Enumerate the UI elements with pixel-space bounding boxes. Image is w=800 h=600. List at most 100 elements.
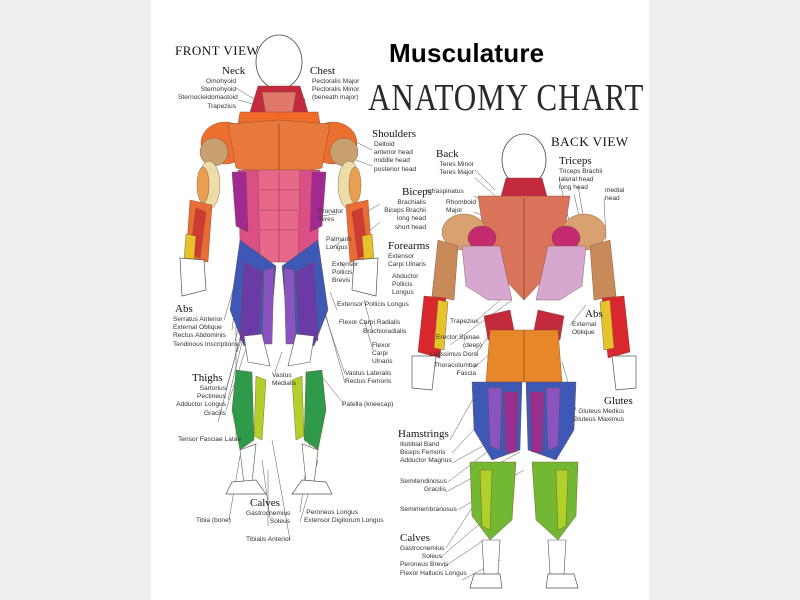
label-extensor-pollicis-longus: Extensor Pollicis Longus — [337, 301, 409, 308]
label-peroneus-longus: Peroneus Longus — [306, 509, 358, 516]
thighs-labels: Sartorius Pectineus Adductor Longus Grac… — [170, 385, 226, 418]
chart-title: Musculature — [389, 38, 545, 68]
label-tibia: Tibia (bone) — [196, 517, 231, 524]
label-extensor-digitorum-longus: Extensor Digitorum Longus — [304, 517, 384, 525]
vastus-lateralis-labels: Vastus Lateralis Rectus Femoris — [345, 370, 391, 386]
thighs-group-title: Thighs — [192, 372, 223, 384]
medial-head-labels: medial head — [605, 187, 625, 203]
label-peroneus-brevis: Peroneus Brevis — [400, 561, 449, 569]
label-carpi-ulnaris: Carpi Ulnaris — [388, 261, 427, 269]
label-soleus-front: Soleus — [269, 518, 290, 526]
label-trapezius-back: Trapezius — [450, 318, 479, 325]
label-anterior-head: anterior head — [374, 149, 413, 157]
label-serratus-anterior: Serratus Anterior — [173, 316, 223, 323]
label-tendinous-inscriptions: Tendinous Inscriptions — [173, 340, 239, 348]
label-lateral-head: lateral head — [559, 176, 594, 184]
calves-back-group-title: Calves — [400, 532, 430, 544]
label-brachioradialis: Brachioradialis — [363, 328, 407, 335]
ext-pollicis-brevis-labels: Extensor Pollicis Brevis — [332, 261, 359, 285]
rhomboid-labels: Rhomboid Major — [446, 199, 477, 215]
label-gluteus-maximus: Gluteus Maximus — [573, 416, 624, 424]
label-beneath-major: (beneath major) — [312, 94, 359, 102]
label-flexor-carpi-radialis: Flexor Carpi Radialis — [339, 319, 401, 326]
label-rectus-abdominis: Rectus Abdominis — [173, 332, 226, 340]
calves-back-labels: Gastrocnemius Soleus Peroneus Brevis Fle… — [400, 545, 467, 578]
label-semimembranosus: Semimembranosus — [400, 506, 457, 513]
label-long-head-triceps: long head — [559, 184, 588, 192]
label-pectoralis-major: Pectoralis Major — [312, 78, 360, 85]
back-group-title: Back — [436, 148, 459, 160]
chart-subtitle: ANATOMY CHART — [368, 77, 645, 119]
forearms-group-title: Forearms — [388, 240, 430, 252]
hamstrings-labels: Iliotibial Band Biceps Femoris Adductor … — [400, 441, 452, 466]
label-longus: Longus — [326, 244, 348, 252]
chest-labels: Pectoralis Major Pectoralis Minor (benea… — [312, 78, 359, 103]
front-figure — [179, 34, 379, 495]
hamstrings-group-title: Hamstrings — [398, 428, 449, 440]
abs-front-labels: Serratus Anterior External Oblique Rectu… — [173, 316, 238, 349]
shoulders-labels: Deltoid anterior head middle head poster… — [374, 141, 416, 174]
abs-back-group-title: Abs — [585, 308, 603, 320]
label-posterior-head: posterior head — [374, 165, 417, 173]
label-tensor-fasciae-latae: Tensor Fasciae Latae — [178, 436, 242, 443]
label-triceps-brachii: Triceps Brachii — [559, 168, 603, 175]
label-rectus-femoris: Rectus Femoris — [345, 378, 392, 386]
label-gracilis-back: Gracilis — [424, 486, 446, 494]
label-tibialis-anterior: Tibialis Anterior — [246, 536, 291, 543]
label-flexor-hallucis-longus: Flexor Hallucis Longus — [400, 569, 467, 577]
label-palmaris: Palmaris — [326, 236, 352, 243]
label-teres: Teres — [318, 216, 335, 224]
label-pectineus: Pectineus — [197, 393, 226, 401]
neck-labels: Omohyoid Sternohyoid Sternocleidomastoid… — [178, 78, 238, 111]
front-view-heading: FRONT VIEW — [175, 43, 260, 58]
label-long-head: long head — [397, 215, 426, 223]
back-figure — [411, 133, 637, 589]
thoracolumbar-labels: Thoracolumbar Fascia — [434, 362, 479, 378]
erector-labels: Erector Spinae (deep) — [436, 334, 482, 350]
forearms-labels: Extensor Carpi Ulnaris — [388, 253, 426, 269]
label-brachialis: Brachialis — [397, 199, 426, 206]
label-gracilis-front: Gracilis — [204, 409, 226, 417]
label-biceps-brachii: Biceps Brachii — [384, 207, 426, 215]
pronator-labels: Pronator Teres — [318, 208, 343, 224]
flexor-carpi-ulnaris-labels: Flexor Carpi Ulnaris — [372, 342, 393, 366]
palmaris-labels: Palmaris Longus — [326, 236, 352, 252]
label-vastus-lateralis: Vastus Lateralis — [345, 370, 392, 377]
neck-group-title: Neck — [222, 65, 246, 77]
label-external-oblique: External Oblique — [173, 324, 222, 332]
label-teres-minor: Teres Minor — [439, 161, 474, 168]
label-short-head: short head — [394, 223, 426, 231]
label-sternohyoid: Sternohyoid — [200, 86, 236, 94]
label-iliotibial-band: Iliotibial Band — [400, 441, 440, 448]
label-omohyoid: Omohyoid — [205, 78, 236, 85]
abs-back-labels: External Oblique — [572, 321, 597, 337]
semitendinosus-labels: Semitendinosus Gracilis — [400, 478, 447, 494]
label-teres-major: Teres Major — [439, 169, 474, 177]
calves-front-group-title: Calves — [250, 497, 280, 509]
glutes-labels: Gluteus Medius Gluteus Maximus — [572, 408, 624, 424]
label-patella: Patella (kneecap) — [342, 401, 394, 408]
label-sternocleidomastoid: Sternocleidomastoid — [178, 94, 238, 102]
label-extensor: Extensor — [388, 253, 415, 260]
label-semitendinosus: Semitendinosus — [400, 478, 447, 485]
label-trapezius-front: Trapezius — [207, 102, 236, 110]
label-middle-head: middle head — [374, 157, 410, 165]
label-deltoid: Deltoid — [374, 141, 395, 148]
label-infraspinatus: Infraspinatus — [426, 188, 464, 195]
chest-group-title: Chest — [310, 65, 336, 77]
label-latissimus-dorsi: Latissimus Dorsi — [430, 351, 479, 358]
label-gastrocnemius-back: Gastrocnemius — [400, 545, 445, 552]
abs-front-group-title: Abs — [175, 303, 193, 315]
abductor-pollicis-labels: Abductor Pollicis Longus — [392, 273, 419, 297]
back-labels: Teres Minor Teres Major — [418, 161, 474, 177]
triceps-labels: Triceps Brachii lateral head long head — [559, 168, 602, 193]
label-adductor-longus: Adductor Longus — [176, 401, 226, 409]
biceps-group-title: Biceps — [402, 186, 432, 198]
triceps-group-title: Triceps — [559, 155, 592, 167]
shoulders-group-title: Shoulders — [372, 128, 416, 140]
glutes-group-title: Glutes — [604, 395, 633, 407]
label-adductor-magnus: Adductor Magnus — [400, 457, 452, 465]
calves-front-labels: Gastrocnemius Soleus — [246, 510, 290, 526]
